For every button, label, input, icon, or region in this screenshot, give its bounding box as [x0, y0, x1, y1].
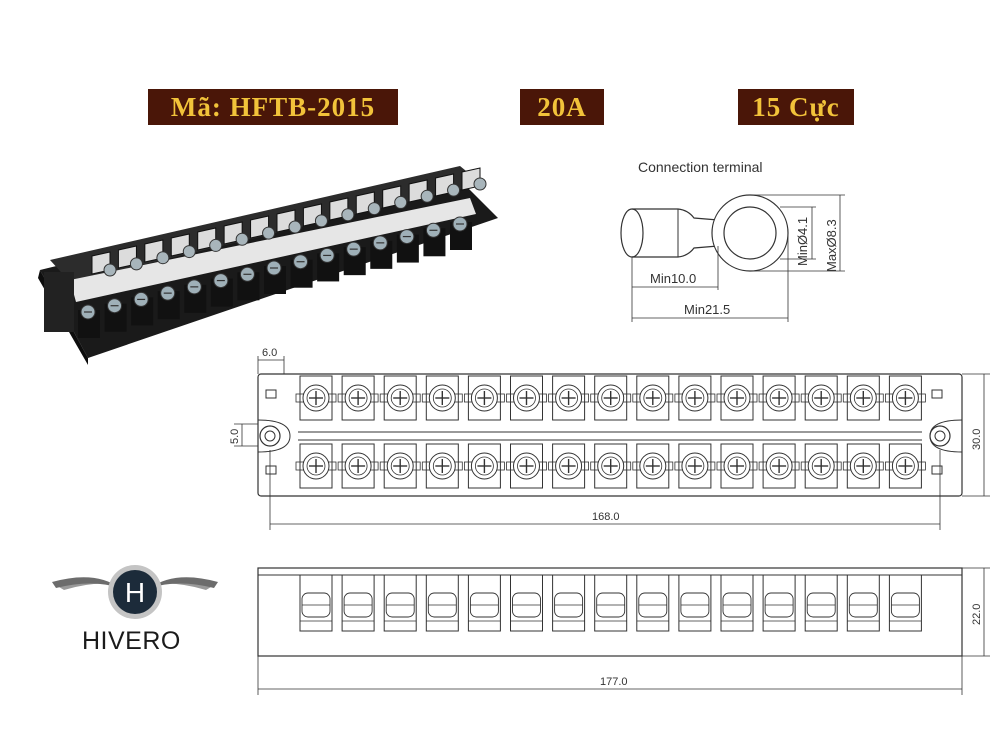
photo-screw: [396, 189, 434, 263]
terminal-screw: [506, 443, 547, 489]
terminal-side: [299, 574, 333, 632]
product-code-badge: Mã: HFTB-2015: [148, 89, 398, 125]
max-ring-label: MaxØ8.3: [824, 219, 839, 272]
terminal-side: [594, 574, 628, 632]
terminal-screw: [842, 375, 884, 421]
photo-screw: [78, 263, 117, 338]
terminal-screw: [716, 375, 758, 421]
min-hole-label: MinØ4.1: [795, 217, 810, 266]
dim-width-small: 6.0: [262, 347, 277, 359]
photo-screw: [104, 257, 143, 332]
terminal-side: [762, 574, 796, 632]
photo-screw: [450, 177, 487, 250]
terminal-screw: [632, 443, 674, 489]
photo-screw: [423, 183, 461, 257]
logo-letter: H: [125, 577, 145, 608]
photo-screw: [131, 251, 170, 326]
terminal-screw: [548, 443, 590, 489]
terminal-side: [678, 574, 712, 632]
side-dim-height: 22.0: [971, 604, 983, 625]
terminal-side: [341, 574, 375, 632]
top-view-drawing: 6.0 5.0 30.0 168.0: [229, 347, 990, 530]
terminal-screw: [337, 443, 379, 489]
terminal-screw: [758, 443, 800, 489]
photo-screw: [343, 202, 381, 276]
terminal-screw: [674, 375, 716, 421]
photo-screw: [264, 220, 302, 294]
terminal-screw: [421, 375, 463, 421]
min-length-1-label: Min10.0: [650, 271, 696, 286]
terminal-side: [636, 574, 670, 632]
terminal-side: [467, 574, 501, 632]
terminal-screw: [800, 375, 842, 421]
terminal-side: [888, 574, 922, 632]
photo-screw: [184, 238, 223, 313]
terminal-screw: [590, 375, 632, 421]
photo-screw: [210, 232, 249, 307]
terminal-screw: [758, 375, 800, 421]
product-photo: [38, 166, 498, 365]
terminal-screw: [379, 375, 421, 421]
photo-screw: [237, 226, 276, 301]
photo-screw: [290, 214, 328, 288]
terminal-side: [720, 574, 754, 632]
terminal-side: [804, 574, 838, 632]
terminal-screw: [379, 443, 421, 489]
terminal-screw: [548, 375, 590, 421]
photo-screw: [317, 208, 355, 282]
side-view-drawing: 22.0 177.0: [257, 567, 990, 695]
brand-name: HIVERO: [82, 627, 181, 655]
photo-screw: [157, 245, 196, 320]
terminal-screw: [337, 375, 379, 421]
terminal-screw: [842, 443, 884, 489]
terminal-screw: [716, 443, 758, 489]
terminal-side: [425, 574, 459, 632]
dim-height: 30.0: [971, 429, 983, 450]
dim-left: 5.0: [229, 429, 241, 444]
terminal-side: [846, 574, 880, 632]
terminal-screw: [421, 443, 463, 489]
photo-screw: [370, 195, 408, 269]
current-rating-badge: 20A: [520, 89, 604, 125]
pole-count-badge: 15 Cực: [738, 89, 854, 125]
terminal-screw: [590, 443, 632, 489]
side-dim-length: 177.0: [600, 676, 628, 688]
connection-terminal-title: Connection terminal: [638, 159, 763, 175]
terminal-screw: [506, 375, 547, 421]
dim-length: 168.0: [592, 511, 620, 523]
terminal-screw: [800, 443, 842, 489]
hivero-logo: H: [52, 565, 218, 619]
terminal-side: [510, 574, 543, 632]
terminal-screw: [674, 443, 716, 489]
terminal-side: [383, 574, 417, 632]
connection-terminal-drawing: Connection terminal MinØ4.1 MaxØ8.3 Min1…: [620, 159, 845, 322]
terminal-side: [552, 574, 586, 632]
terminal-screw: [885, 375, 926, 421]
terminal-screw: [463, 443, 505, 489]
min-length-2-label: Min21.5: [684, 302, 730, 317]
terminal-screw: [295, 375, 337, 421]
terminal-screw: [463, 375, 505, 421]
terminal-screw: [295, 443, 337, 489]
terminal-screw: [632, 375, 674, 421]
terminal-screw: [885, 443, 926, 489]
